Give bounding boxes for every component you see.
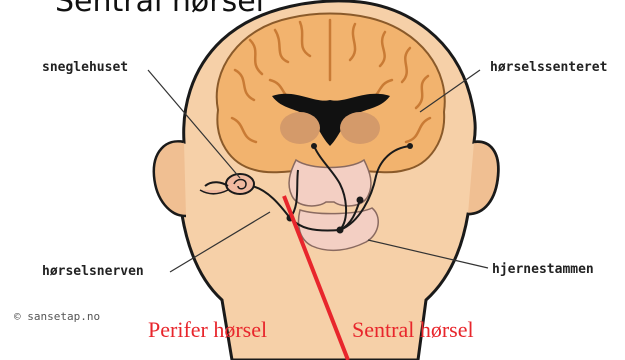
label-cochlea: sneglehuset [42,60,128,75]
label-peripheral-hearing: Perifer hørsel [148,317,267,343]
label-auditory-nerve: hørselsnerven [42,264,144,279]
label-brainstem: hjernestammen [492,262,594,277]
left-thalamus [280,112,320,144]
right-thalamus [340,112,380,144]
label-auditory-center: hørselssenteret [490,60,607,75]
label-central-hearing: Sentral hørsel [352,317,474,343]
copyright-notice: © sansetap.no [14,310,100,323]
left-ear [154,141,186,216]
